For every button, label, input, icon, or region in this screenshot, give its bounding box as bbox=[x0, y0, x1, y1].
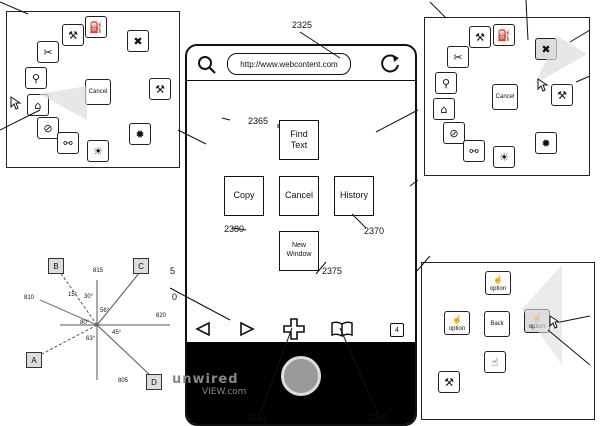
hand-icon: ☝ bbox=[452, 315, 462, 324]
history-button[interactable]: History bbox=[334, 176, 374, 216]
option-top-button[interactable]: ☝option bbox=[485, 271, 511, 295]
label-80: 80° bbox=[80, 320, 90, 326]
highlight-fan bbox=[522, 265, 562, 365]
house-icon[interactable]: ⌂ bbox=[27, 94, 49, 116]
cursor-icon bbox=[549, 315, 561, 329]
point-b: B bbox=[48, 258, 64, 274]
ref-2345: 2345 bbox=[368, 413, 389, 423]
hammer-icon[interactable]: ⚒ bbox=[149, 78, 171, 100]
ref-2380: 2380 bbox=[224, 224, 245, 234]
label-805: 805 bbox=[118, 378, 129, 384]
screwdriver-icon[interactable]: ⚲ bbox=[435, 72, 457, 94]
house-icon[interactable]: ⌂ bbox=[433, 98, 455, 120]
highlight-fan bbox=[535, 36, 587, 84]
new-window-button[interactable]: New Window bbox=[279, 231, 319, 271]
left-radial-menu-panel: ⚒ ⛽ ✂ ✖ ⚲ Cancel ⚒ ⌂ ⊘ ✹ ⚯ ☀ bbox=[6, 11, 180, 168]
tabs-icon[interactable]: 4 bbox=[390, 323, 404, 337]
cursor-icon bbox=[537, 78, 549, 92]
no-smoking-icon[interactable]: ⊘ bbox=[443, 122, 465, 144]
cancel-button[interactable]: Cancel bbox=[492, 84, 518, 110]
gear-icon[interactable]: ✹ bbox=[535, 132, 557, 154]
wrench-icon[interactable]: ⚯ bbox=[57, 132, 79, 154]
watermark-line1: unwired bbox=[172, 372, 239, 387]
wrench-toolbox-icon[interactable]: ⚒ bbox=[62, 24, 84, 46]
forward-arrow-icon[interactable] bbox=[239, 321, 255, 337]
cancel-button[interactable]: Cancel bbox=[85, 79, 111, 105]
point-d: D bbox=[146, 374, 162, 390]
option-menu-panel: ☝option ☝option Back ☝option ☝ ⚒ bbox=[421, 262, 595, 420]
watermark: unwired VIEW.com bbox=[172, 372, 246, 397]
find-text-button[interactable]: Find Text bbox=[279, 120, 319, 160]
back-arrow-icon[interactable] bbox=[195, 321, 211, 337]
home-button-icon[interactable] bbox=[281, 356, 321, 396]
screwdriver-icon[interactable]: ⚲ bbox=[25, 67, 47, 89]
hammer-icon[interactable]: ⚒ bbox=[438, 371, 460, 393]
label-820: 820 bbox=[156, 313, 167, 319]
no-smoking-icon[interactable]: ⊘ bbox=[37, 117, 59, 139]
watermark-line2: VIEW.com bbox=[202, 387, 247, 397]
tools-cross-icon[interactable]: ✖ bbox=[127, 30, 149, 52]
copy-button[interactable]: Copy bbox=[224, 176, 264, 216]
label-63: 63° bbox=[86, 336, 96, 342]
label-45: 45° bbox=[112, 330, 122, 336]
hand-icon[interactable]: ☝ bbox=[484, 351, 506, 373]
point-a: A bbox=[26, 352, 42, 368]
pliers-icon[interactable]: ✂ bbox=[37, 41, 59, 63]
phone-device: http://www.webcontent.com Find Text Copy… bbox=[185, 44, 417, 426]
label-815: 815 bbox=[93, 268, 104, 274]
browser-top-bar bbox=[187, 46, 415, 81]
point-c: C bbox=[133, 258, 149, 274]
fire-hydrant-icon[interactable]: ⛽ bbox=[493, 24, 515, 46]
wrench-toolbox-icon[interactable]: ⚒ bbox=[469, 26, 491, 48]
ref-2340: 2340 bbox=[246, 413, 267, 423]
fire-icon[interactable]: ☀ bbox=[87, 140, 109, 162]
ref-0: 0 bbox=[172, 292, 178, 302]
hammer-icon[interactable]: ⚒ bbox=[551, 84, 573, 106]
search-icon[interactable] bbox=[197, 55, 217, 75]
right-radial-menu-panel: ⚒ ⛽ ✂ ✖ ⚲ Cancel ⚒ ⌂ ⊘ ✹ ⚯ ☀ bbox=[424, 17, 590, 176]
ref-5: 5 bbox=[170, 266, 176, 276]
wrench-icon[interactable]: ⚯ bbox=[463, 140, 485, 162]
label-30: 30° bbox=[84, 294, 94, 300]
hand-icon: ☝ bbox=[493, 275, 503, 284]
plus-icon[interactable] bbox=[283, 318, 305, 340]
fire-icon[interactable]: ☀ bbox=[493, 146, 515, 168]
angle-diagram: B C A D 810 815 15° 30° 56° 820 45° 63° … bbox=[0, 250, 180, 400]
ref-2365: 2365 bbox=[248, 116, 269, 126]
fire-hydrant-icon[interactable]: ⛽ bbox=[85, 16, 107, 38]
pliers-icon[interactable]: ✂ bbox=[447, 46, 469, 68]
cancel-button[interactable]: Cancel bbox=[279, 176, 319, 216]
label-15: 15° bbox=[68, 292, 78, 298]
ref-2370: 2370 bbox=[364, 226, 385, 236]
url-input[interactable]: http://www.webcontent.com bbox=[227, 53, 351, 75]
label-810: 810 bbox=[24, 295, 35, 301]
refresh-icon[interactable] bbox=[379, 53, 401, 75]
ref-2375: 2375 bbox=[322, 266, 343, 276]
ref-2325: 2325 bbox=[292, 20, 313, 30]
highlight-fan bbox=[39, 86, 87, 120]
book-icon[interactable] bbox=[331, 321, 353, 337]
option-left-button[interactable]: ☝option bbox=[444, 311, 470, 335]
cursor-icon bbox=[10, 96, 22, 110]
label-56: 56° bbox=[100, 308, 110, 314]
gear-icon[interactable]: ✹ bbox=[129, 123, 151, 145]
back-button[interactable]: Back bbox=[484, 311, 510, 337]
